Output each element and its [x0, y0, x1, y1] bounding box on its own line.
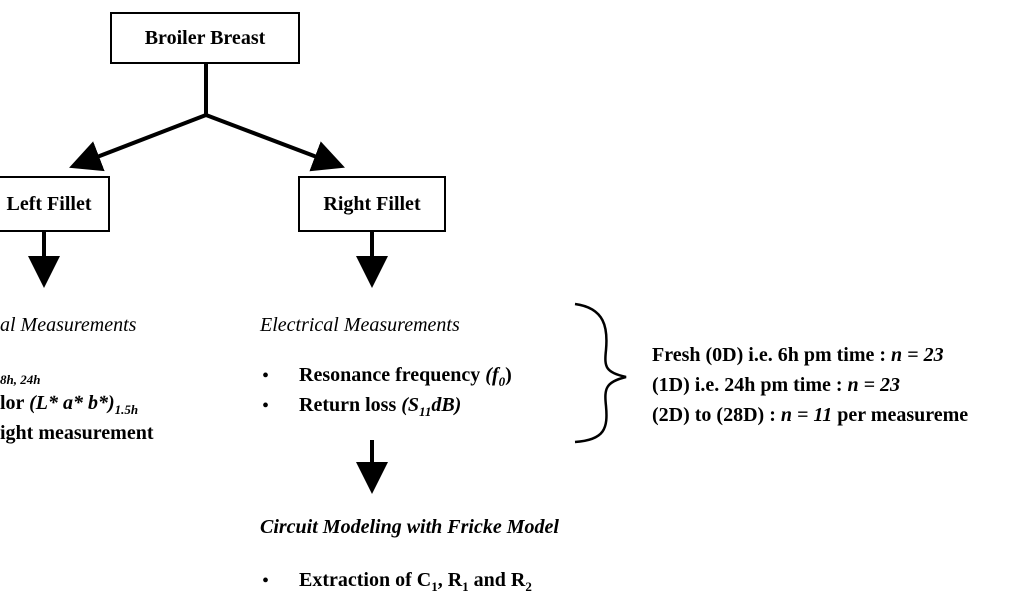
electrical-heading: Electrical Measurements	[260, 314, 460, 336]
left-fillet-box: Left Fillet	[0, 176, 110, 232]
arrow-to-right-fillet	[205, 113, 345, 172]
left-fillet-label: Left Fillet	[6, 193, 92, 215]
group-fresh-0d: Fresh (0D) i.e. 6h pm time : n = 23	[652, 344, 944, 366]
left-measurements-heading: al Measurements	[0, 314, 137, 336]
root-box-broiler-breast: Broiler Breast	[110, 12, 300, 64]
extraction-item: Extraction of C1, R1 and R2	[299, 569, 532, 594]
left-color-line: lor (L* a* b*)1.5h	[0, 392, 139, 417]
bullet-2: •	[262, 395, 270, 417]
resonance-frequency-item: Resonance frequency (f0)	[299, 364, 512, 389]
left-weight-line: ight measurement	[0, 422, 154, 444]
left-time-points: 8h, 24h	[0, 372, 41, 387]
return-loss-item: Return loss (S11dB)	[299, 394, 462, 419]
root-label: Broiler Breast	[144, 27, 266, 49]
right-fillet-label: Right Fillet	[323, 193, 421, 215]
circuit-modeling-heading: Circuit Modeling with Fricke Model	[260, 516, 559, 538]
right-fillet-box: Right Fillet	[298, 176, 446, 232]
arrow-to-left-fillet	[69, 113, 207, 172]
curly-brace	[574, 302, 627, 444]
bullet-3: •	[262, 570, 270, 592]
group-1d: (1D) i.e. 24h pm time : n = 23	[652, 374, 901, 396]
bullet-1: •	[262, 365, 270, 387]
group-2d-28d: (2D) to (28D) : n = 11 per measureme	[652, 404, 969, 426]
